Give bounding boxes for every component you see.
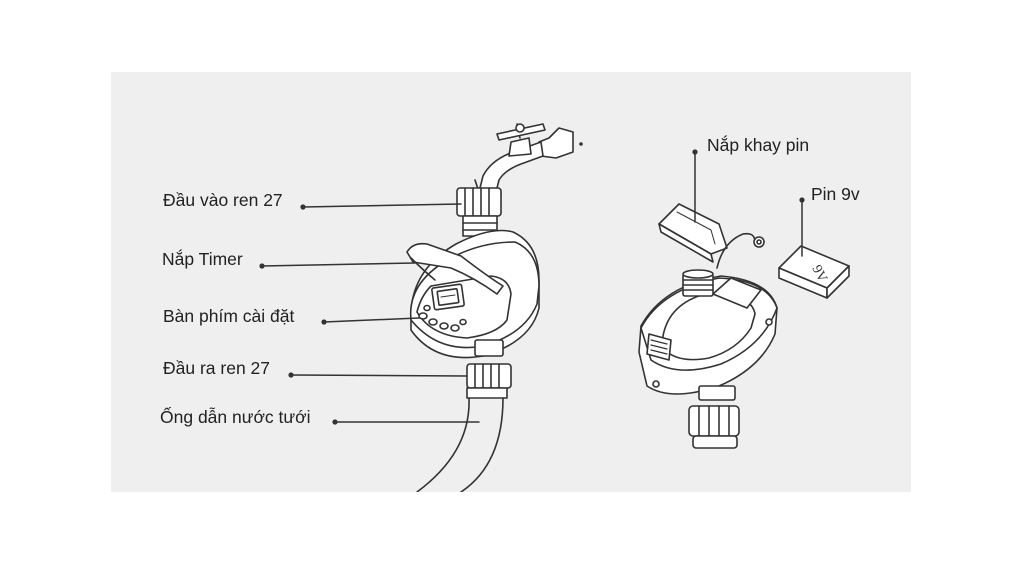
inlet-coupling <box>456 187 502 237</box>
diagram-panel: 9V Đầu vào ren 27 Nắp Timer Bàn phím cài… <box>111 72 911 492</box>
hose <box>416 397 504 492</box>
battery-marking: 9V <box>808 263 829 285</box>
label-battery: Pin 9v <box>811 184 860 204</box>
dot-outlet-thread <box>288 372 294 378</box>
dot-battery <box>799 197 805 203</box>
battery-tray-cover-shape <box>658 203 728 263</box>
clip-ring <box>716 232 765 269</box>
label-battery-tray-cover: Nắp khay pin <box>707 135 810 155</box>
dot-keypad <box>321 319 327 325</box>
leader-timer-cover <box>261 262 416 267</box>
outlet-coupling <box>466 339 512 399</box>
timer-body <box>406 229 540 359</box>
dot-timer-cover <box>259 263 265 269</box>
dot-battery-tray-cover <box>692 149 698 155</box>
leader-keypad <box>323 317 420 323</box>
battery-shape <box>778 245 850 299</box>
leader-inlet-thread <box>302 203 462 208</box>
dot-irrigation-hose <box>332 419 338 425</box>
diagram-artwork: 9V <box>259 123 850 492</box>
timer-back-nut <box>688 385 740 449</box>
label-outlet-thread: Đầu ra ren 27 <box>163 358 271 378</box>
timer-back-body <box>638 269 778 395</box>
label-keypad: Bàn phím cài đặt <box>163 306 295 326</box>
left-assembly <box>406 123 583 492</box>
leader-lines <box>261 151 803 423</box>
faucet <box>474 123 583 199</box>
right-assembly <box>638 203 850 449</box>
label-irrigation-hose: Ống dẫn nước tưới <box>160 407 311 427</box>
dot-inlet-thread <box>300 204 306 210</box>
leader-dots <box>259 149 805 425</box>
label-inlet-thread: Đầu vào ren 27 <box>163 190 283 210</box>
leader-outlet-thread <box>290 374 468 377</box>
label-timer-cover: Nắp Timer <box>162 249 243 269</box>
